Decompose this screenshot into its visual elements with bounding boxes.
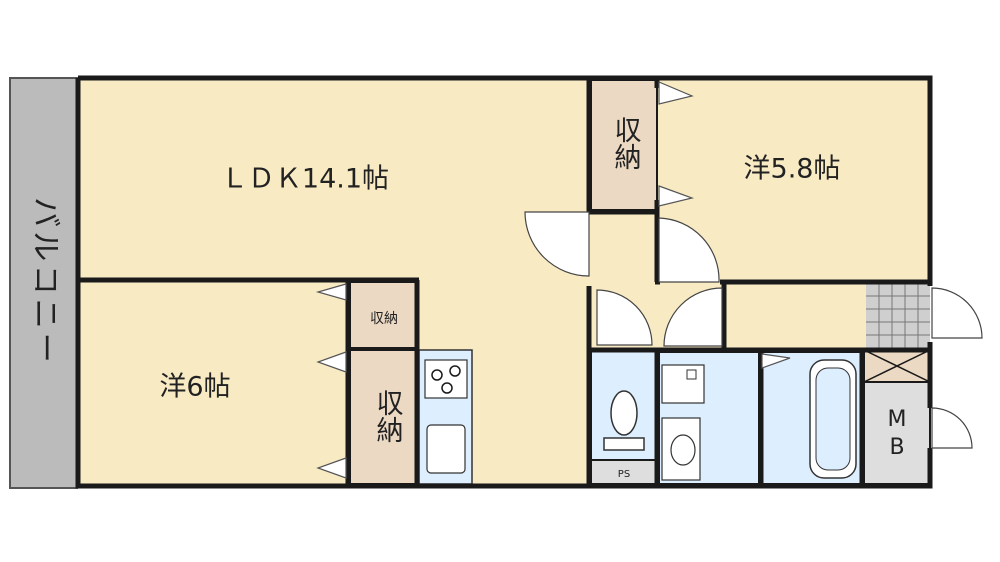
western-a-label: 洋5.8帖 [744,154,841,185]
western-a-door-swing [658,217,720,283]
balcony-area [9,77,78,489]
outer-wall [78,75,933,286]
basin-icon [670,434,696,466]
toilet-door-swing [596,289,653,346]
storage-upper-label: 収納 [610,116,642,170]
entrance-tile-grid [866,283,930,349]
stove-icon [424,359,468,399]
mb-label-b: B [889,435,904,460]
western-b-label: 洋6帖 [159,372,230,403]
storage-lower [349,349,418,485]
vent-cross [863,349,931,383]
storage-small-label: 収納 [370,311,398,327]
storage-lower-label: 収納 [372,389,404,443]
washroom-door-swing [663,287,723,347]
burner-icon [441,382,453,394]
ps-label: PS [618,469,630,480]
bathtub-inner-icon [815,367,851,471]
mb-label-m: M [888,407,907,432]
ldk-door-swing [524,211,590,277]
burner-icon [449,365,461,377]
ldk-label: ＬＤＫ14.1帖 [221,164,389,195]
toilet-icon [610,390,638,436]
entrance-door-swing [931,287,983,339]
balcony-label: バルコニー [28,197,63,366]
mb-space [863,381,931,485]
sink-icon [426,424,466,474]
washing-machine-icon [661,364,705,404]
burner-icon [431,369,443,381]
drain-icon [686,369,697,380]
mb-door-swing [931,407,973,449]
toilet-tank-icon [603,437,645,451]
entrance-floor [866,283,930,349]
closet-door-markers [315,81,791,479]
